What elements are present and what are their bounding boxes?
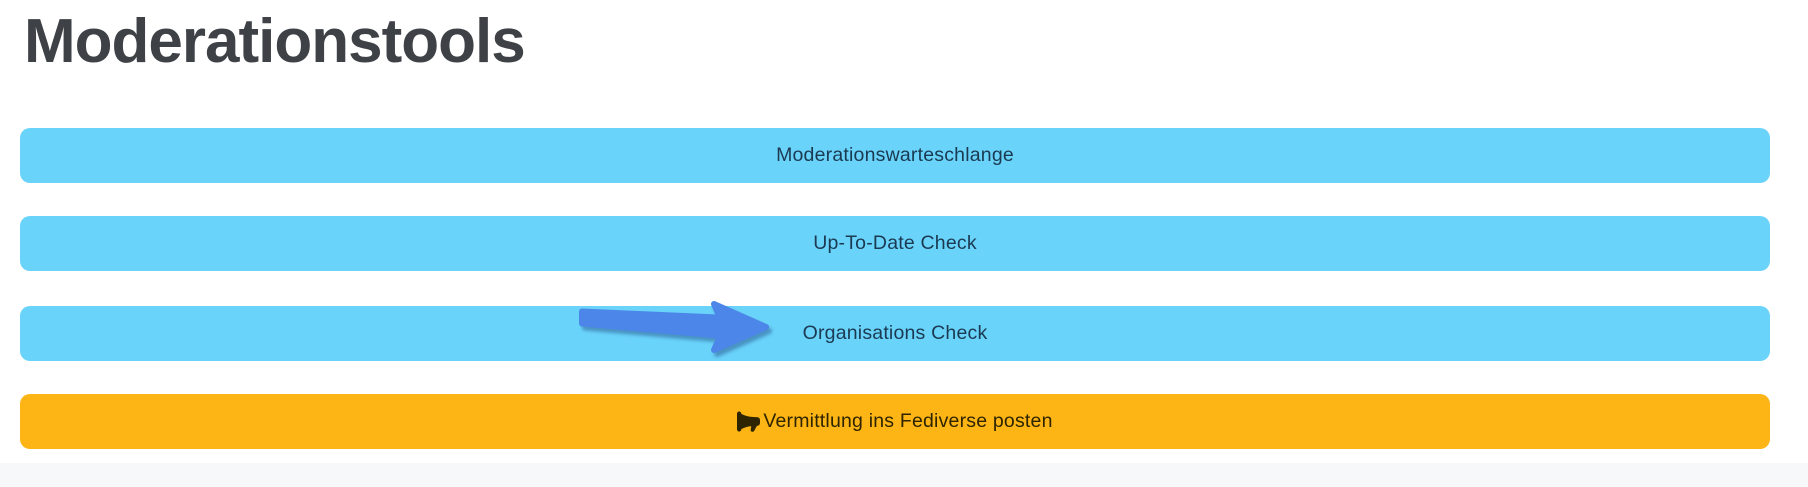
- organisations-check-button-label: Organisations Check: [802, 322, 988, 344]
- post-to-fediverse-button[interactable]: Vermittlung ins Fediverse posten: [20, 394, 1770, 449]
- page-title: Moderationstools: [24, 7, 526, 76]
- organisations-check-button[interactable]: Organisations Check: [20, 306, 1770, 361]
- up-to-date-check-button[interactable]: Up-To-Date Check: [20, 216, 1770, 271]
- moderation-queue-button[interactable]: Moderationswarteschlange: [20, 128, 1770, 183]
- bottom-strip: [0, 463, 1808, 487]
- moderation-queue-button-label: Moderationswarteschlange: [776, 144, 1014, 166]
- post-to-fediverse-button-label: Vermittlung ins Fediverse posten: [763, 410, 1053, 432]
- megaphone-icon: [737, 411, 761, 432]
- up-to-date-check-button-label: Up-To-Date Check: [813, 232, 977, 254]
